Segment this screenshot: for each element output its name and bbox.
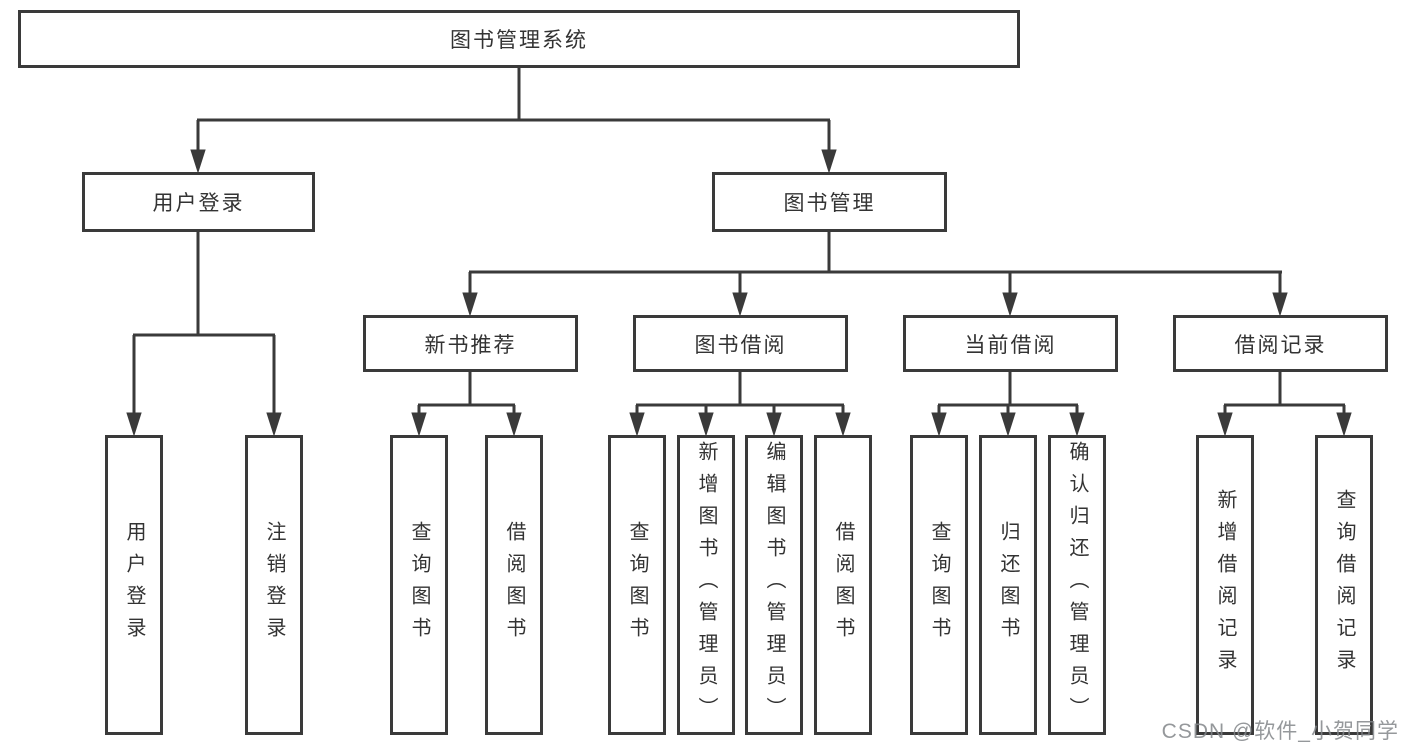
node-borrow-records-label: 借阅记录 [1234, 333, 1327, 357]
leaf-user-login: 用户登录 [105, 435, 163, 735]
node-current-borrow: 当前借阅 [903, 315, 1118, 372]
leaf-new-book-borrow: 借阅图书 [485, 435, 543, 735]
leaf-edit-books-admin-label: 编辑图书（管理员） [763, 441, 785, 729]
node-root-label: 图书管理系统 [450, 29, 588, 52]
node-book-borrow-label: 图书借阅 [694, 333, 787, 357]
leaf-borrow-query-books: 查询图书 [608, 435, 666, 735]
connector-root-to-branches [190, 68, 837, 174]
leaf-new-book-query: 查询图书 [390, 435, 448, 735]
node-book-management-branch: 图书管理 [712, 172, 947, 232]
leaf-user-login-label: 用户登录 [123, 521, 145, 649]
node-root-system: 图书管理系统 [18, 10, 1020, 68]
connector-book-management-to-modules [462, 232, 1288, 317]
leaf-return-books-label: 归还图书 [997, 521, 1019, 649]
node-new-book-recommend: 新书推荐 [363, 315, 578, 372]
node-user-login-branch: 用户登录 [82, 172, 315, 232]
leaf-current-query-books: 查询图书 [910, 435, 968, 735]
node-new-book-recommend-label: 新书推荐 [424, 333, 517, 357]
leaf-new-book-borrow-label: 借阅图书 [503, 521, 525, 649]
node-book-borrow: 图书借阅 [633, 315, 848, 372]
leaf-borrow-books-label: 借阅图书 [832, 521, 854, 649]
connector-user-login-to-leaves [126, 232, 282, 437]
csdn-watermark: CSDN @软件_小贺同学 [1161, 720, 1399, 743]
leaf-query-borrow-record: 查询借阅记录 [1315, 435, 1373, 735]
leaf-new-book-query-label: 查询图书 [408, 521, 430, 649]
leaf-edit-books-admin: 编辑图书（管理员） [745, 435, 803, 735]
node-user-login-branch-label: 用户登录 [152, 192, 245, 215]
leaf-add-borrow-record-label: 新增借阅记录 [1214, 489, 1236, 681]
leaf-add-borrow-record: 新增借阅记录 [1196, 435, 1254, 735]
connector-current-borrow-to-leaves [931, 372, 1085, 437]
connector-borrow-records-to-leaves [1217, 372, 1352, 437]
leaf-add-books-admin-label: 新增图书（管理员） [695, 441, 717, 729]
leaf-logout-label: 注销登录 [263, 521, 285, 649]
node-book-management-branch-label: 图书管理 [783, 192, 876, 215]
node-current-borrow-label: 当前借阅 [964, 333, 1057, 357]
leaf-confirm-return-admin: 确认归还（管理员） [1048, 435, 1106, 735]
leaf-logout: 注销登录 [245, 435, 303, 735]
leaf-add-books-admin: 新增图书（管理员） [677, 435, 735, 735]
leaf-return-books: 归还图书 [979, 435, 1037, 735]
leaf-current-query-books-label: 查询图书 [928, 521, 950, 649]
node-borrow-records: 借阅记录 [1173, 315, 1388, 372]
leaf-query-borrow-record-label: 查询借阅记录 [1333, 489, 1355, 681]
leaf-borrow-query-books-label: 查询图书 [626, 521, 648, 649]
leaf-confirm-return-admin-label: 确认归还（管理员） [1066, 441, 1088, 729]
connector-book-borrow-to-leaves [629, 372, 851, 437]
leaf-borrow-books: 借阅图书 [814, 435, 872, 735]
connector-new-book-to-leaves [411, 372, 522, 437]
